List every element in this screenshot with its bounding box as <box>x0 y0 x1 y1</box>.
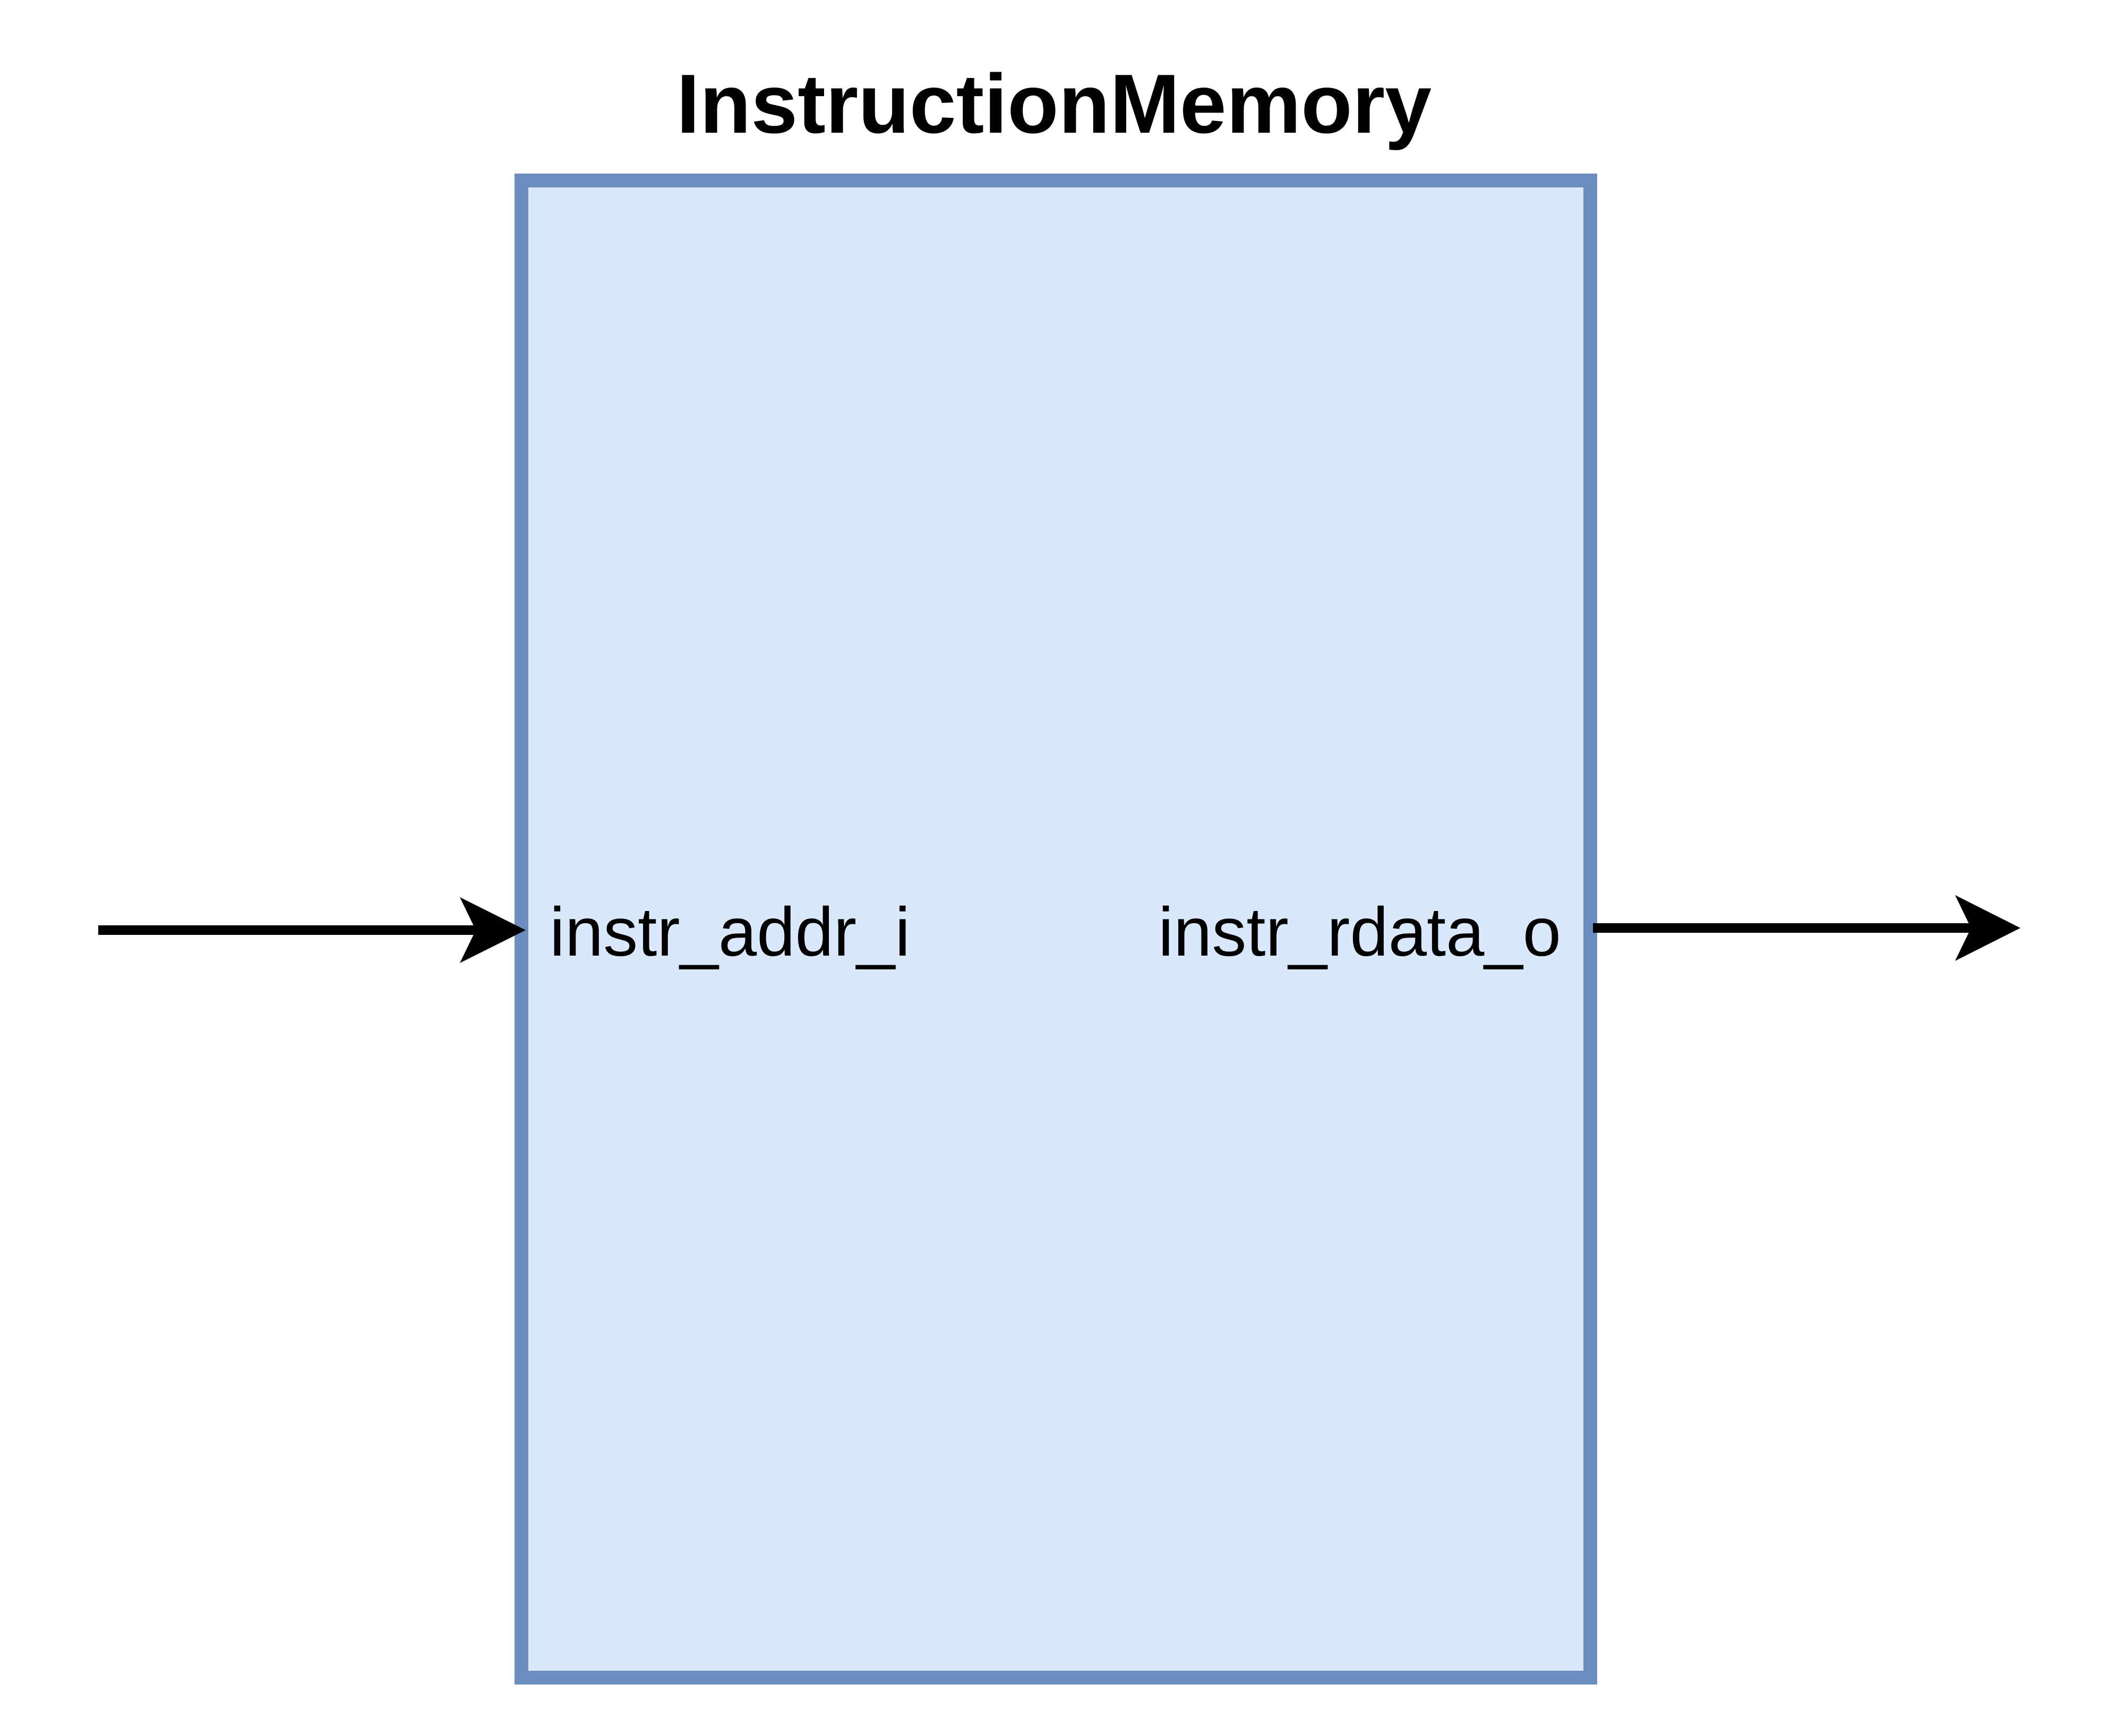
output-port-label: instr_rdata_o <box>1158 893 1561 970</box>
output-arrow <box>1593 895 2020 961</box>
output-arrowhead-icon <box>1955 895 2020 961</box>
input-arrow <box>98 897 526 963</box>
input-port-label: instr_addr_i <box>550 893 910 970</box>
input-arrowhead-icon <box>460 897 526 963</box>
module-block <box>515 174 1597 1685</box>
module-title: InstructionMemory <box>676 57 1432 151</box>
